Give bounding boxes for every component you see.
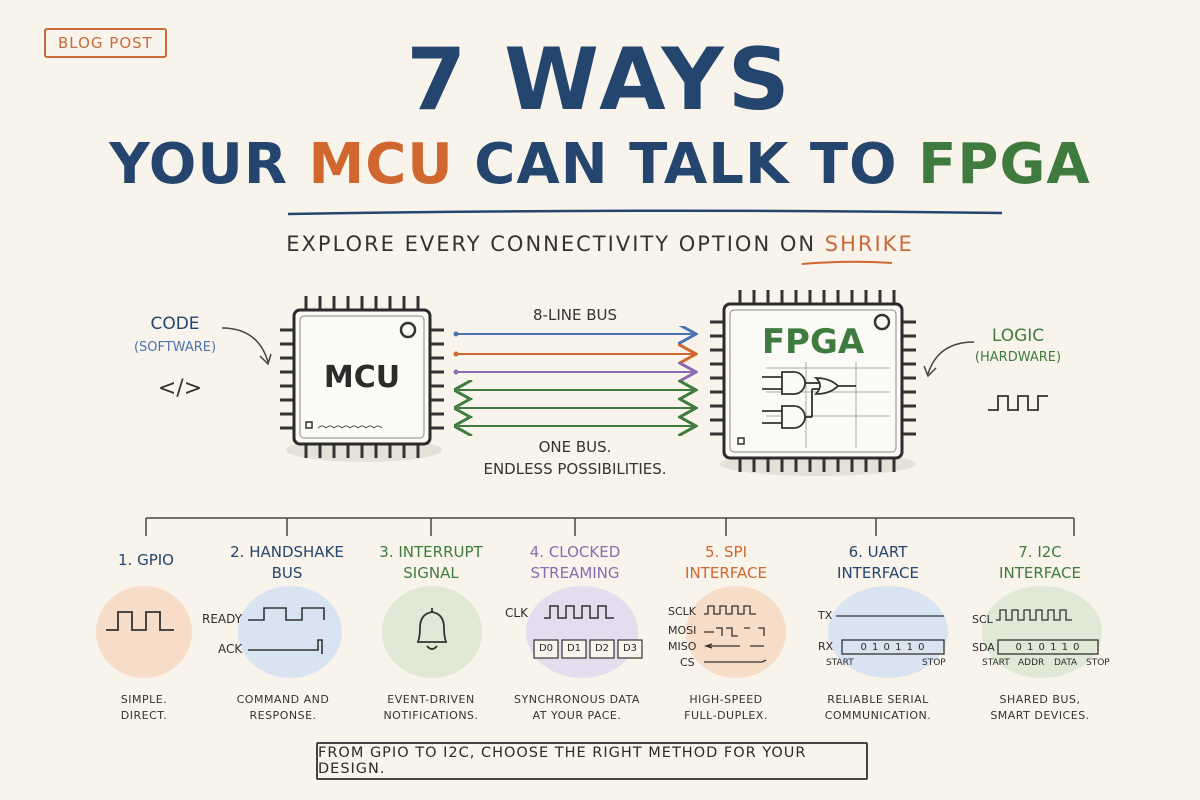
software-label: (SOFTWARE)	[133, 340, 217, 355]
method-7-illustration	[982, 586, 1102, 678]
footer-callout: FROM GPIO TO I2C, CHOOSE THE RIGHT METHO…	[316, 742, 868, 780]
method-7-signal-sda: SDA	[972, 641, 995, 654]
fpga-chip-label: FPGA	[761, 322, 865, 362]
method-4-title-1: 4. CLOCKED	[529, 543, 621, 561]
method-4-illustration	[526, 586, 643, 678]
method-2-desc-2: RESPONSE.	[249, 709, 317, 722]
logic-gates-icon	[762, 371, 856, 429]
method-3-illustration	[382, 586, 482, 678]
hardware-wave-icon	[988, 395, 1048, 411]
method-5-signal-miso: MISO	[668, 640, 697, 653]
title-line-1: 7 WAYS	[406, 30, 794, 130]
arrow-to-mcu-icon	[221, 327, 272, 366]
method-6-desc-1: RELIABLE SERIAL	[827, 693, 929, 706]
method-2-desc-1: COMMAND AND	[236, 693, 330, 706]
code-label: CODE	[150, 314, 200, 334]
method-4-desc-2: AT YOUR PACE.	[532, 709, 622, 722]
method-6-signal-rx: RX	[818, 640, 834, 653]
hardware-label: (HARDWARE)	[974, 350, 1062, 365]
method-2-title-1: 2. HANDSHAKE	[230, 543, 344, 561]
method-5-desc-1: HIGH-SPEED	[689, 693, 763, 706]
subtitle-brand: SHRIKE	[824, 232, 914, 256]
method-6-start: START	[826, 658, 854, 668]
title-can-talk-to: CAN TALK TO	[453, 132, 919, 197]
method-3-desc-1: EVENT-DRIVEN	[387, 693, 475, 706]
method-1-illustration	[96, 586, 192, 678]
title-underline	[287, 209, 1003, 216]
method-4-desc-1: SYNCHRONOUS DATA	[514, 693, 640, 706]
method-7-title-2: INTERFACE	[999, 564, 1081, 582]
method-2-title-2: BUS	[271, 564, 303, 582]
method-6-signal-tx: TX	[818, 609, 833, 622]
method-5-title-1: 5. SPI	[704, 543, 748, 561]
method-6-illustration	[828, 586, 948, 678]
method-4-word-0: D0	[538, 643, 554, 654]
method-7-desc-1: SHARED BUS,	[999, 693, 1081, 706]
method-1-desc-1: SIMPLE.	[120, 693, 168, 706]
title-line-2: YOUR MCU CAN TALK TO FPGA	[0, 132, 1200, 197]
method-5-signal-mosi: MOSI	[668, 624, 697, 637]
mcu-chip	[280, 296, 444, 462]
method-5-signal-sclk: SCLK	[668, 605, 697, 618]
method-7-signal-scl: SCL	[972, 613, 993, 626]
method-2-illustration	[238, 586, 342, 678]
method-2-signal-ready: READY	[202, 612, 243, 626]
i2c-signal-icon	[996, 609, 1099, 655]
method-5-illustration	[686, 586, 786, 678]
spi-signal-icon	[703, 605, 767, 663]
uart-signal-icon	[836, 615, 945, 655]
footer-text: FROM GPIO TO I2C, CHOOSE THE RIGHT METHO…	[318, 745, 807, 777]
method-7-bits: 0 1 0 1 1 0	[1015, 642, 1081, 653]
subtitle-text: EXPLORE EVERY CONNECTIVITY OPTION ON	[286, 232, 825, 256]
method-3-desc-2: NOTIFICATIONS.	[383, 709, 479, 722]
method-7-frame-addr: ADDR	[1018, 658, 1045, 668]
method-2-signal-ack: ACK	[218, 642, 243, 656]
method-6-title-1: 6. UART	[848, 543, 908, 561]
bus-top-label: 8-LINE BUS	[533, 306, 617, 324]
method-6-title-2: INTERFACE	[837, 564, 919, 582]
arrow-to-fpga-icon	[923, 341, 975, 378]
code-icon: </>	[157, 376, 203, 401]
method-4-word-3: D3	[622, 643, 638, 654]
method-6-stop: STOP	[922, 658, 946, 668]
bus-bottom-line-1: ONE BUS.	[538, 438, 612, 456]
method-7-frame-data: DATA	[1054, 658, 1078, 668]
title-mcu: MCU	[308, 132, 454, 197]
square-wave-icon	[106, 611, 174, 631]
method-1-desc-2: DIRECT.	[120, 709, 168, 722]
method-6-bits: 0 1 0 1 1 0	[860, 642, 926, 653]
title-fpga: FPGA	[918, 132, 1091, 197]
bus-bottom-line-2: ENDLESS POSSIBILITIES.	[483, 460, 667, 478]
bell-icon	[416, 608, 448, 650]
method-3-title-2: SIGNAL	[403, 564, 459, 582]
method-5-desc-2: FULL-DUPLEX.	[684, 709, 768, 722]
method-7-frame-stop: STOP	[1086, 658, 1110, 668]
method-7-frame-start: START	[982, 658, 1010, 668]
logic-label: LOGIC	[991, 326, 1045, 346]
method-7-desc-2: SMART DEVICES.	[990, 709, 1090, 722]
method-4-word-2: D2	[594, 643, 610, 654]
fpga-chip	[710, 290, 916, 476]
method-1-title: 1. GPIO	[118, 551, 174, 569]
method-4-signal-clk: CLK	[505, 606, 528, 620]
brand-underline	[801, 260, 893, 265]
method-5-signal-cs: CS	[680, 656, 695, 669]
mcu-chip-label: MCU	[323, 360, 401, 395]
method-4-title-2: STREAMING	[530, 564, 620, 582]
title-your: YOUR	[109, 132, 309, 197]
method-tree-connector	[145, 517, 1075, 536]
subtitle: EXPLORE EVERY CONNECTIVITY OPTION ON SHR…	[0, 232, 1200, 256]
method-7-title-1: 7. I2C	[1018, 543, 1062, 561]
handshake-signal-icon	[248, 607, 325, 621]
method-4-word-1: D1	[566, 643, 582, 654]
bus-lines	[453, 326, 702, 436]
method-3-title-1: 3. INTERRUPT	[379, 543, 483, 561]
method-6-desc-2: COMMUNICATION.	[824, 709, 932, 722]
clock-data-icon	[544, 605, 614, 619]
method-5-title-2: INTERFACE	[685, 564, 767, 582]
blog-post-badge: BLOG POST	[44, 28, 167, 58]
